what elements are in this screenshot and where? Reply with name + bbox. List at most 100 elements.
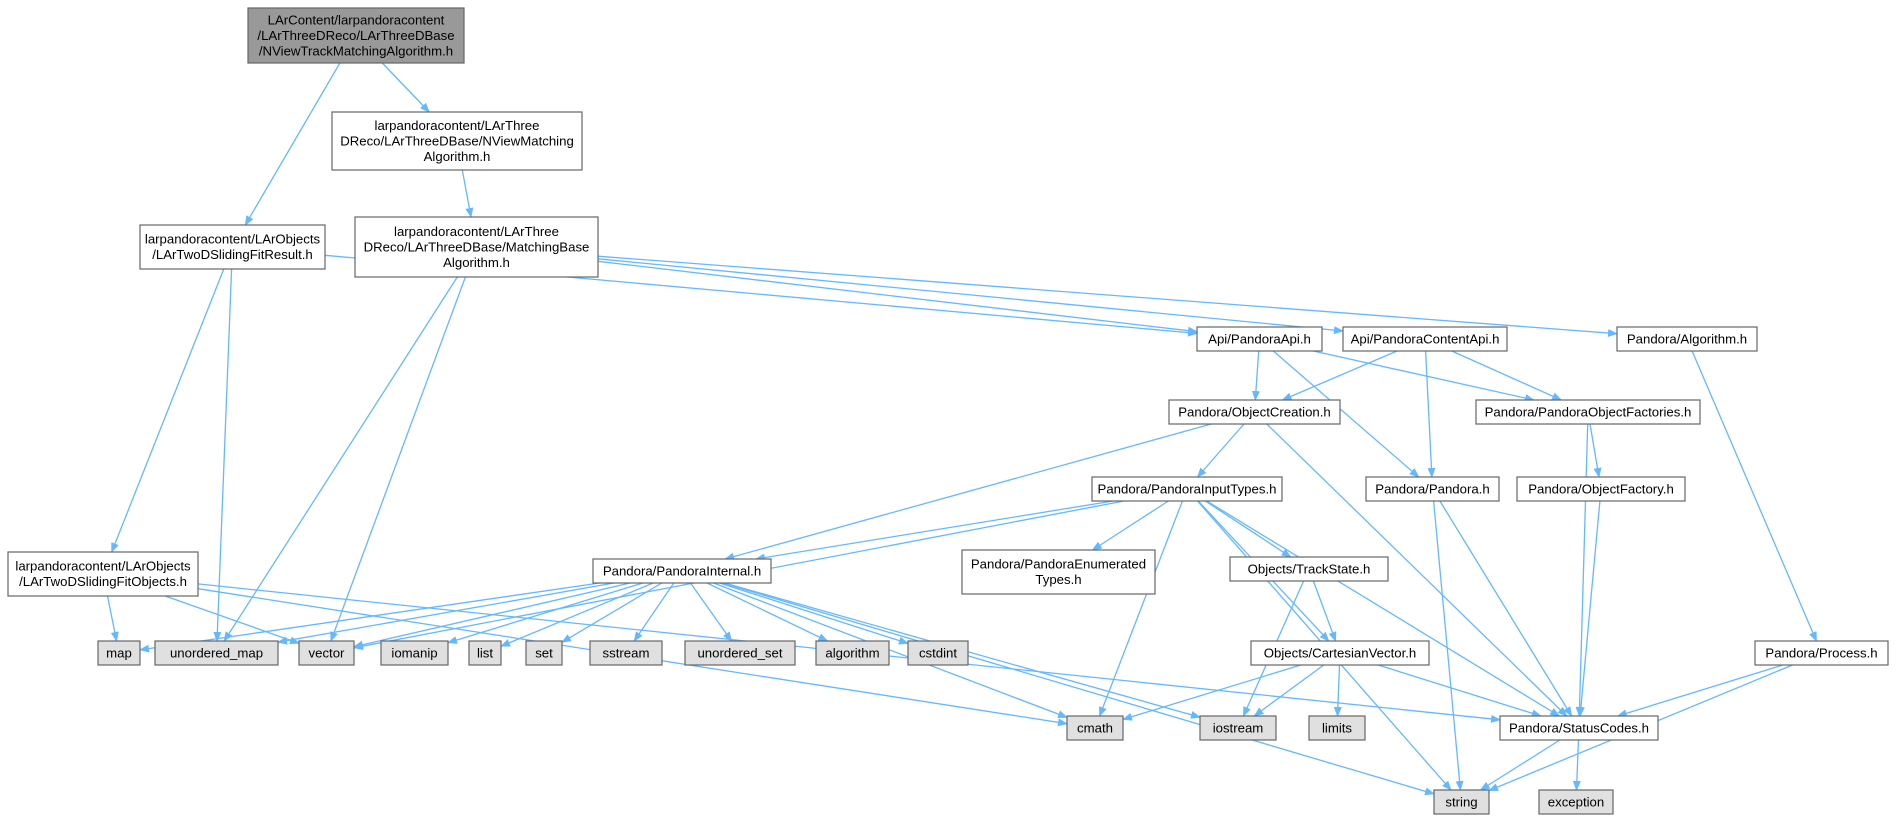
edge-matchingbase-to-algorithm_h <box>597 255 1618 338</box>
node-pandora_h[interactable]: Pandora/Pandora.h <box>1365 476 1500 502</box>
edge-statuscodes-to-string <box>1479 739 1561 791</box>
edge-objcreation-to-inputtypes <box>1196 423 1245 478</box>
node-label-matchingbase-line-0: larpandoracontent/LArThree <box>394 224 559 239</box>
node-label-internal-line-0: Pandora/PandoraInternal.h <box>603 563 761 578</box>
node-api[interactable]: Api/PandoraApi.h <box>1196 326 1323 352</box>
node-box-nview <box>331 111 583 171</box>
node-label-exception-line-0: exception <box>1548 794 1604 809</box>
node-label-set-line-0: set <box>535 645 553 660</box>
node-label-pandora_h-line-0: Pandora/Pandora.h <box>1375 481 1489 496</box>
node-box-vector <box>298 640 355 666</box>
node-slidingobjects[interactable]: larpandoracontent/LArObjects/LArTwoDSlid… <box>7 551 199 597</box>
node-box-iostream <box>1199 715 1277 741</box>
node-label-matchingbase-line-2: Algorithm.h <box>443 255 510 270</box>
node-contentapi[interactable]: Api/PandoraContentApi.h <box>1342 326 1508 352</box>
node-nview[interactable]: larpandoracontent/LArThreeDReco/LArThree… <box>331 111 583 171</box>
node-box-slidingresult <box>139 224 326 270</box>
node-box-trackstate <box>1229 556 1389 582</box>
node-label-objfactory-line-0: Pandora/ObjectFactory.h <box>1528 481 1674 496</box>
node-label-nview-line-0: larpandoracontent/LArThree <box>375 118 540 133</box>
edge-cartesian-to-cmath <box>1122 664 1301 721</box>
node-label-contentapi-line-0: Api/PandoraContentApi.h <box>1351 331 1500 346</box>
node-box-enumtypes <box>961 549 1156 595</box>
node-label-unordered_map-line-0: unordered_map <box>170 645 263 660</box>
edge-statuscodes-to-exception <box>1572 739 1581 791</box>
node-label-api-line-0: Api/PandoraApi.h <box>1208 331 1311 346</box>
node-internal[interactable]: Pandora/PandoraInternal.h <box>592 558 772 584</box>
node-objfactory[interactable]: Pandora/ObjectFactory.h <box>1516 476 1686 502</box>
node-box-objcreation <box>1168 399 1341 425</box>
node-label-vector-line-0: vector <box>309 645 346 660</box>
node-box-inputtypes <box>1091 476 1283 502</box>
edge-cartesian-to-iostream <box>1253 664 1325 717</box>
node-label-algorithm-line-0: algorithm <box>825 645 879 660</box>
edge-internal-to-set <box>561 582 663 643</box>
edge-inputtypes-to-internal <box>754 500 1114 562</box>
edge-contentapi-to-objcreation <box>1281 350 1398 401</box>
node-box-set <box>525 640 563 666</box>
node-algorithm_h[interactable]: Pandora/Algorithm.h <box>1616 326 1758 352</box>
node-statuscodes[interactable]: Pandora/StatusCodes.h <box>1499 715 1659 741</box>
node-box-algorithm_h <box>1616 326 1758 352</box>
node-box-iomanip <box>380 640 449 666</box>
node-label-string-line-0: string <box>1445 794 1477 809</box>
edge-cartesian-to-limits <box>1333 664 1342 717</box>
node-cmath: cmath <box>1066 715 1124 741</box>
node-box-cartesian <box>1250 640 1430 666</box>
node-process[interactable]: Pandora/Process.h <box>1754 640 1889 666</box>
edge-matchingbase-to-vector <box>330 276 467 642</box>
node-label-statuscodes-line-0: Pandora/StatusCodes.h <box>1509 720 1649 735</box>
node-box-pandora_h <box>1365 476 1500 502</box>
edge-matchingbase-to-unordered_map <box>223 276 458 642</box>
edge-objfactories-to-objfactory <box>1589 423 1602 478</box>
node-root[interactable]: LArContent/larpandoracontent/LArThreeDRe… <box>247 7 465 64</box>
edge-contentapi-to-objfactories <box>1451 350 1563 401</box>
node-layer: LArContent/larpandoracontent/LArThreeDRe… <box>7 7 1889 815</box>
node-vector: vector <box>298 640 355 666</box>
edge-slidingobjects-to-vector <box>164 595 300 645</box>
edge-root-to-slidingresult <box>244 62 341 226</box>
node-set: set <box>525 640 563 666</box>
node-inputtypes[interactable]: Pandora/PandoraInputTypes.h <box>1091 476 1283 502</box>
node-slidingresult[interactable]: larpandoracontent/LArObjects/LArTwoDSlid… <box>139 224 326 270</box>
edge-layer <box>106 62 1817 796</box>
edge-inputtypes-to-enumtypes <box>1091 500 1169 551</box>
node-box-map <box>97 640 141 666</box>
node-trackstate[interactable]: Objects/TrackState.h <box>1229 556 1389 582</box>
edge-api-to-objcreation <box>1251 350 1260 401</box>
node-label-objcreation-line-0: Pandora/ObjectCreation.h <box>1178 404 1330 419</box>
node-box-internal <box>592 558 772 584</box>
edge-slidingresult-to-slidingobjects <box>111 268 225 553</box>
edge-contentapi-to-pandora_h <box>1424 350 1436 478</box>
node-box-algorithm <box>815 640 890 666</box>
node-label-trackstate-line-0: Objects/TrackState.h <box>1248 561 1371 576</box>
edge-objfactories-to-statuscodes <box>1575 423 1589 717</box>
node-label-algorithm_h-line-0: Pandora/Algorithm.h <box>1627 331 1747 346</box>
edge-internal-to-cmath <box>713 582 1068 719</box>
edge-slidingresult-to-unordered_map <box>213 268 233 642</box>
node-box-exception <box>1538 789 1614 815</box>
node-matchingbase[interactable]: larpandoracontent/LArThreeDReco/LArThree… <box>354 216 599 278</box>
edge-api-to-objfactories <box>1313 350 1535 402</box>
edge-algorithm_h-to-process <box>1691 350 1817 642</box>
node-label-iostream-line-0: iostream <box>1213 720 1264 735</box>
node-label-limits-line-0: limits <box>1322 720 1352 735</box>
node-box-objfactories <box>1475 399 1701 425</box>
edge-nview-to-matchingbase <box>461 169 474 218</box>
node-label-cartesian-line-0: Objects/CartesianVector.h <box>1264 645 1416 660</box>
edge-inputtypes-to-trackstate <box>1204 500 1292 558</box>
node-limits: limits <box>1308 715 1366 741</box>
node-box-cmath <box>1066 715 1124 741</box>
edge-internal-to-map <box>139 582 600 653</box>
node-cartesian[interactable]: Objects/CartesianVector.h <box>1250 640 1430 666</box>
node-label-root-line-1: /LArThreeDReco/LArThreeDBase <box>257 28 454 43</box>
node-unordered_set: unordered_set <box>684 640 796 666</box>
node-label-objfactories-line-0: Pandora/PandoraObjectFactories.h <box>1485 404 1692 419</box>
node-objcreation[interactable]: Pandora/ObjectCreation.h <box>1168 399 1341 425</box>
edge-internal-to-vector <box>353 582 631 649</box>
node-label-unordered_set-line-0: unordered_set <box>697 645 782 660</box>
node-objfactories[interactable]: Pandora/PandoraObjectFactories.h <box>1475 399 1701 425</box>
edge-internal-to-unordered_set <box>689 582 733 642</box>
